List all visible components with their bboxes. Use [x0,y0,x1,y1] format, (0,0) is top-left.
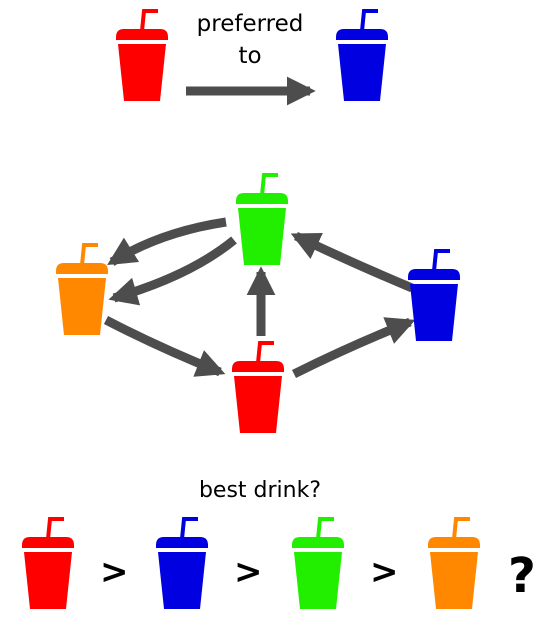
preferred-label-line1: preferred [196,11,304,37]
graph-edges [103,217,416,379]
best-drink-label: best drink? [198,478,322,503]
greater-than-2: > [234,552,263,592]
rank-2-cup-icon [156,519,208,609]
rank-3-cup-icon [292,519,344,609]
red-cup-icon [232,343,284,433]
blue-cup-icon [408,251,460,341]
red-cup-icon [116,11,168,101]
edge-red-to-blue [291,317,416,379]
legend [116,11,388,106]
edge-blue-to-green [290,231,414,293]
orange-cup-icon [56,245,108,335]
edge-green-to-orange [107,217,227,266]
edge-orange-to-red [103,316,226,377]
preferred-label-line2: to [238,43,262,69]
greater-than-1: > [100,552,129,592]
edge-green-to-orange [108,236,237,306]
greater-than-3: > [370,552,399,592]
question-mark: ? [508,548,536,604]
rank-4-cup-icon [428,519,480,609]
blue-cup-icon [336,11,388,101]
preference-graph [56,175,460,433]
green-cup-icon [236,175,288,265]
rank-1-cup-icon [22,519,74,609]
preferred-to-label: preferred to [185,8,315,72]
